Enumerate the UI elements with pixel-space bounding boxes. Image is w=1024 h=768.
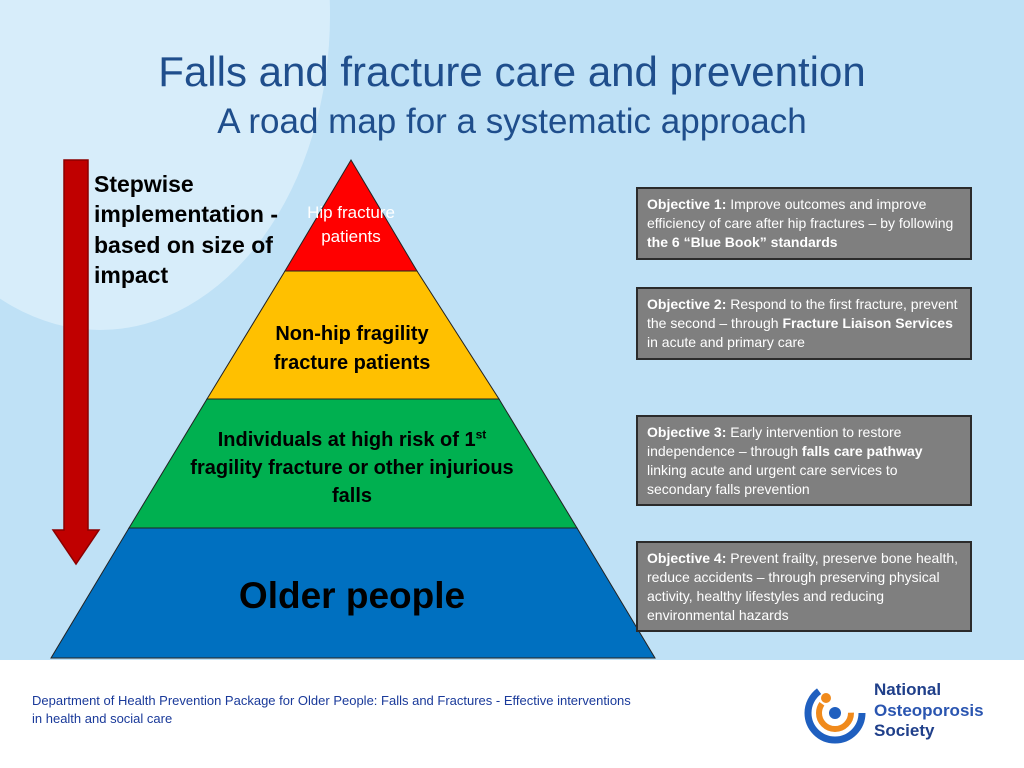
nos-logo-icon: [804, 682, 866, 744]
pyramid-diagram: [50, 159, 656, 659]
objective-4-label: Objective 4:: [647, 550, 727, 566]
tier-high-risk-text-a: Individuals at high risk of 1: [217, 429, 476, 451]
tier-nonhip-label: Non-hip fragility fracture patients: [273, 323, 431, 374]
tier-high-risk-label: Individuals at high risk of 1st fragilit…: [186, 426, 518, 510]
logo-line-osteoporosis: Osteoporosis: [874, 700, 984, 720]
slide-subtitle: A road map for a systematic approach: [217, 102, 807, 141]
slide-title: Falls and fracture care and prevention: [158, 48, 866, 95]
objective-1-emphasis: the 6 “Blue Book” standards: [647, 233, 838, 250]
objective-box-2: Objective 2: Respond to the first fractu…: [636, 287, 972, 360]
objective-box-3: Objective 3: Early intervention to resto…: [636, 415, 972, 506]
tier-hip-label: Hip fracture patients: [307, 203, 395, 246]
objective-3-emphasis: falls care pathway: [801, 442, 923, 459]
objective-3-text-end: linking acute and urgent care services t…: [647, 461, 898, 497]
logo-line-national: National: [874, 680, 942, 699]
logo-line-society: Society: [874, 721, 935, 741]
objective-2-text: Respond to the first fracture, prevent t…: [647, 296, 958, 331]
objective-3-label: Objective 3:: [647, 424, 727, 440]
stepwise-label: Stepwise implementation - based on size …: [94, 171, 279, 289]
objective-1-text: Improve outcomes and improve efficiency …: [647, 196, 954, 231]
objective-2-text-end: in acute and primary care: [647, 333, 805, 350]
nos-logo: National Osteoporosis Society: [804, 680, 1004, 746]
footer-source-citation: Department of Health Prevention Package …: [32, 693, 631, 726]
objective-box-4: Objective 4: Prevent frailty, preserve b…: [636, 541, 972, 632]
objective-1-label: Objective 1:: [647, 196, 727, 212]
tier-older-people-label: Older people: [238, 575, 466, 616]
tier-high-risk-superscript: st: [475, 427, 487, 442]
objective-box-1: Objective 1: Improve outcomes and improv…: [636, 187, 972, 260]
down-arrow-icon: [51, 159, 101, 566]
nos-logo-text: National Osteoporosis Society: [874, 680, 984, 742]
objective-4-text: Prevent frailty, preserve bone health, r…: [647, 550, 959, 623]
tier-high-risk-text-b: fragility fracture or other injurious fa…: [190, 457, 514, 507]
objective-2-emphasis: Fracture Liaison Services: [782, 314, 953, 331]
down-arrow-shape: [51, 159, 101, 566]
pyramid-tier-older-people: [50, 527, 656, 659]
objective-3-text: Early intervention to restore independen…: [647, 424, 902, 459]
objective-2-label: Objective 2:: [647, 296, 727, 312]
